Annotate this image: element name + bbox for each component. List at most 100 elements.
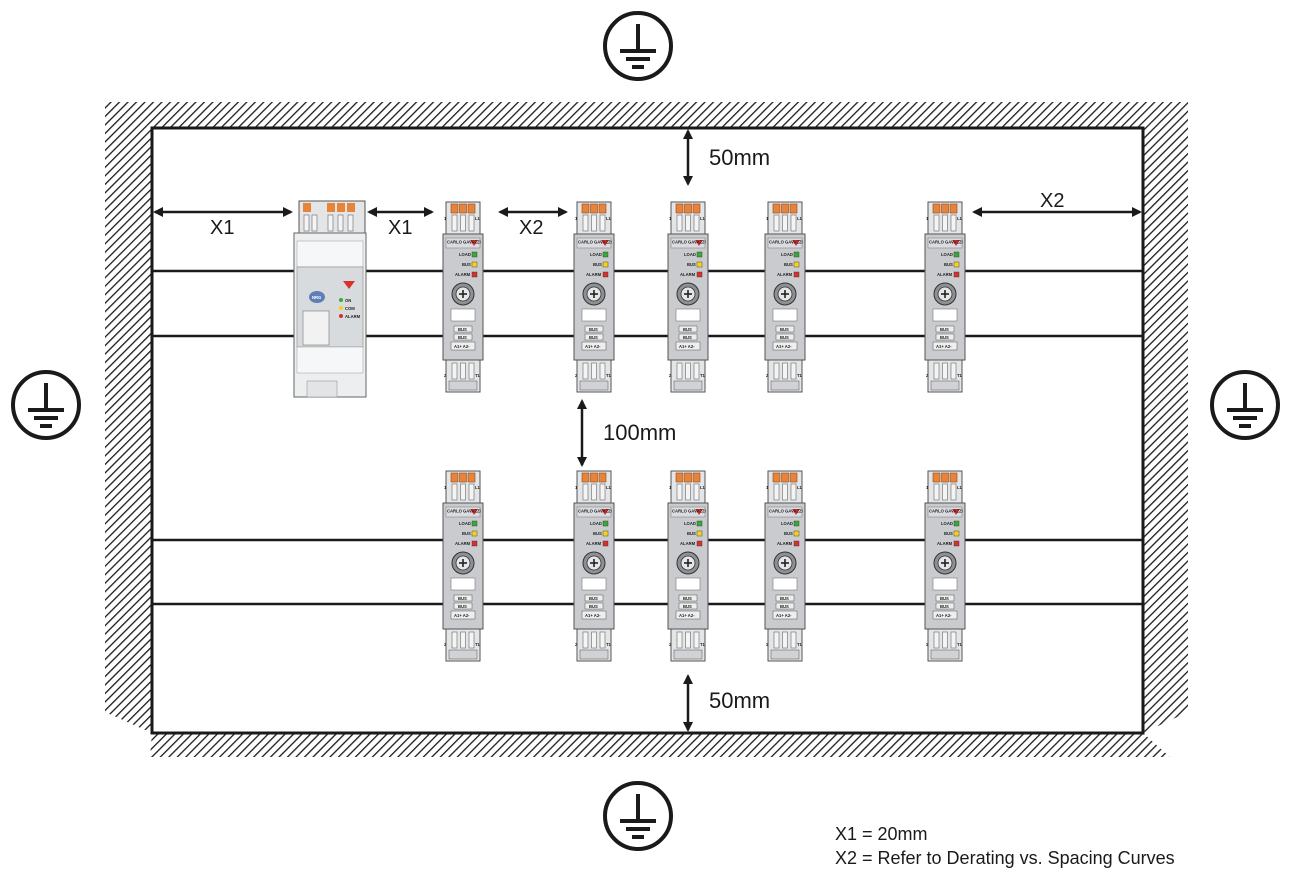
module-bus-port-1-label: BUS [683, 327, 692, 332]
ground-top-icon [603, 11, 673, 81]
module-terminals-label: A1+ A2- [454, 613, 470, 618]
module-terminal-bottom-left: 2 [766, 642, 769, 647]
module-brand-label: CARLO GAVAZZI [672, 240, 706, 245]
module-bus-port-2-label: BUS [458, 604, 467, 609]
module-terminal-top-left: 1 [926, 216, 929, 221]
x1-gateway-label: X1 [388, 217, 412, 239]
module-terminal-bottom-right: T1 [606, 642, 612, 647]
wall-top [105, 102, 1188, 128]
module-alarm-label: ALARM [777, 272, 793, 277]
module-terminals-label: A1+ A2- [454, 344, 470, 349]
module-load-label: LOAD [590, 252, 602, 257]
module-terminal-bottom-left: 2 [926, 642, 929, 647]
module-bus-port-1-label: BUS [683, 596, 692, 601]
module-load-label: LOAD [459, 252, 471, 257]
module-bus-port-2-label: BUS [940, 604, 949, 609]
module-terminal-bottom-left: 2 [575, 642, 578, 647]
module-terminal-top-right: L1 [700, 216, 706, 221]
module-terminal-bottom-left: 2 [444, 373, 447, 378]
module-alarm-label: ALARM [680, 272, 696, 277]
module-load-label: LOAD [590, 521, 602, 526]
module-bus-label: BUS [462, 262, 471, 267]
module-brand-label: CARLO GAVAZZI [929, 240, 963, 245]
module-load-label: LOAD [781, 252, 793, 257]
module-brand-label: CARLO GAVAZZI [447, 240, 481, 245]
module-terminal-bottom-left: 2 [669, 373, 672, 378]
x2-between-label: X2 [519, 217, 543, 239]
module-bus-label: BUS [687, 262, 696, 267]
x1-wall-label: X1 [210, 217, 234, 239]
module-terminal-bottom-right: T1 [957, 642, 963, 647]
gateway-led-3-label: ALARM [345, 314, 361, 319]
module-bus-port-2-label: BUS [940, 335, 949, 340]
module-bus-port-2-label: BUS [683, 335, 692, 340]
module-terminal-bottom-left: 2 [926, 373, 929, 378]
module-terminals-label: A1+ A2- [585, 613, 601, 618]
gateway-logo-badge [309, 291, 325, 303]
module-terminal-top-right: L1 [475, 216, 481, 221]
module-brand-label: CARLO GAVAZZI [578, 240, 612, 245]
module-bus-port-1-label: BUS [940, 327, 949, 332]
module-load-label: LOAD [684, 252, 696, 257]
module-bus-port-2-label: BUS [780, 604, 789, 609]
module-bus-port-2-label: BUS [683, 604, 692, 609]
module-terminal-bottom-right: T1 [700, 373, 706, 378]
module-bus-label: BUS [593, 262, 602, 267]
module-terminals-label: A1+ A2- [936, 613, 952, 618]
module-brand-label: CARLO GAVAZZI [447, 509, 481, 514]
module-bus-port-2-label: BUS [780, 335, 789, 340]
module-alarm-label: ALARM [777, 541, 793, 546]
module-terminal-top-left: 1 [444, 216, 447, 221]
module-load-label: LOAD [941, 521, 953, 526]
module-load-label: LOAD [781, 521, 793, 526]
module-brand-label: CARLO GAVAZZI [769, 240, 803, 245]
module-terminal-bottom-left: 2 [669, 642, 672, 647]
module-terminals-label: A1+ A2- [936, 344, 952, 349]
module-terminal-top-left: 1 [766, 485, 769, 490]
module-terminal-bottom-right: T1 [606, 373, 612, 378]
module-terminal-bottom-left: 2 [766, 373, 769, 378]
legend-x2: X2 = Refer to Derating vs. Spacing Curve… [835, 848, 1175, 868]
module-bus-port-1-label: BUS [458, 596, 467, 601]
x2-wall-label: X2 [1040, 190, 1064, 212]
gateway-led-1-label: ON [345, 298, 351, 303]
gap-top-label: 50mm [709, 145, 770, 170]
module-bus-port-2-label: BUS [589, 604, 598, 609]
module-load-label: LOAD [459, 521, 471, 526]
module-terminal-top-left: 1 [669, 485, 672, 490]
module-terminal-bottom-right: T1 [475, 373, 481, 378]
module-bus-port-2-label: BUS [589, 335, 598, 340]
module-alarm-label: ALARM [937, 272, 953, 277]
module-terminal-top-right: L1 [475, 485, 481, 490]
dimension-arrows [153, 129, 1142, 732]
module-bus-port-1-label: BUS [589, 596, 598, 601]
module-brand-label: CARLO GAVAZZI [578, 509, 612, 514]
wall-left [105, 102, 152, 733]
module-terminal-top-left: 1 [575, 216, 578, 221]
module-terminal-top-right: L1 [957, 216, 963, 221]
module-terminal-bottom-right: T1 [957, 373, 963, 378]
module-brand-label: CARLO GAVAZZI [769, 509, 803, 514]
module-terminals-label: A1+ A2- [776, 344, 792, 349]
module-alarm-label: ALARM [680, 541, 696, 546]
module-terminal-bottom-right: T1 [797, 642, 803, 647]
module-brand-label: CARLO GAVAZZI [929, 509, 963, 514]
module-terminal-top-left: 1 [766, 216, 769, 221]
module-terminal-top-right: L1 [606, 216, 612, 221]
module-bus-port-1-label: BUS [940, 596, 949, 601]
module-terminal-top-right: L1 [606, 485, 612, 490]
module-terminals-label: A1+ A2- [776, 613, 792, 618]
gateway-logo-text: NRG [312, 295, 321, 300]
module-bus-label: BUS [784, 531, 793, 536]
module-bus-port-1-label: BUS [780, 596, 789, 601]
module-load-label: LOAD [941, 252, 953, 257]
module-bus-port-1-label: BUS [589, 327, 598, 332]
module-alarm-label: ALARM [586, 272, 602, 277]
wall-bottom [150, 733, 1170, 757]
